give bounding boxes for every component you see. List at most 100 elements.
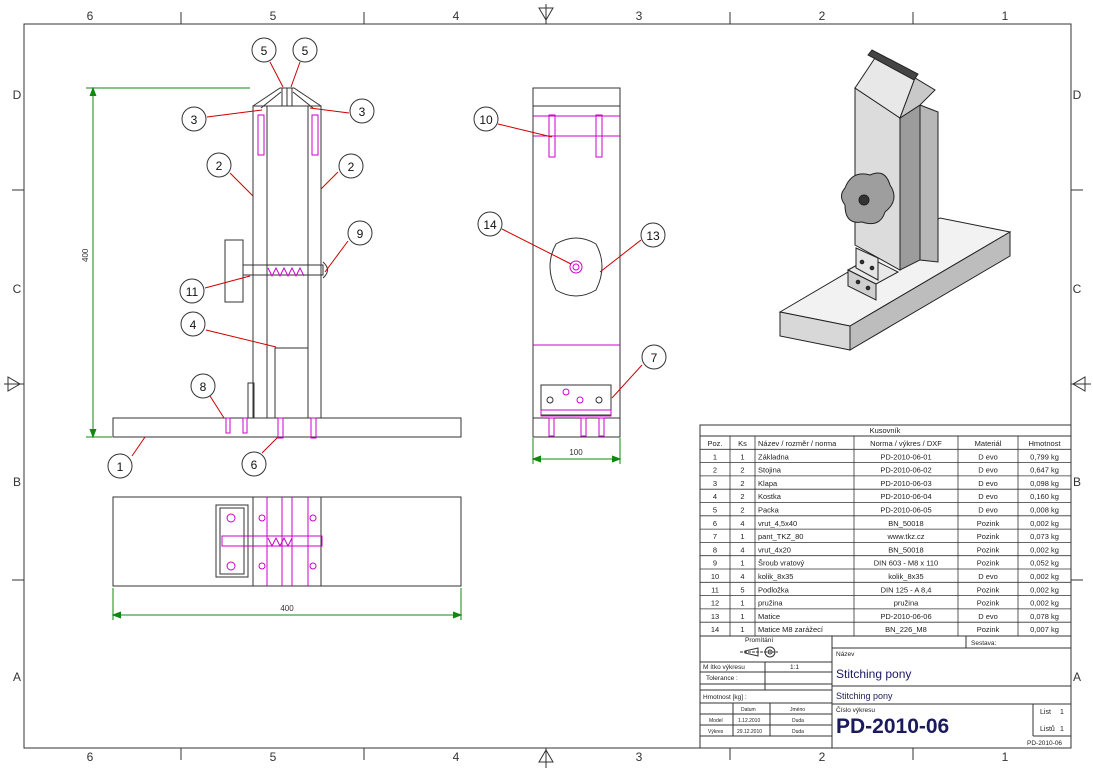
bom-cell: pant_TKZ_80 bbox=[758, 532, 803, 541]
bom-header-cell: Hmotnost bbox=[1028, 439, 1061, 448]
side-balloons: 10 14 13 7 bbox=[473, 106, 667, 370]
bom-cell: BN_226_M8 bbox=[885, 625, 927, 634]
balloon-5a: 5 bbox=[261, 44, 268, 58]
bom-cell: PD-2010-06-01 bbox=[880, 452, 931, 461]
bom-cell: 10 bbox=[711, 572, 719, 581]
bom-cell: 1 bbox=[740, 625, 744, 634]
bom-cell: 4 bbox=[740, 519, 744, 528]
bom-cell: 2 bbox=[713, 466, 717, 475]
row-label-right-A: A bbox=[1073, 670, 1081, 684]
tb-jmeno-label: Jméno bbox=[790, 707, 805, 713]
tb-model-label: Model bbox=[709, 718, 723, 724]
bom-header-cell: Poz. bbox=[707, 439, 722, 448]
tb-hmotnost-label: Hmotnost [kg] : bbox=[703, 694, 747, 701]
bom-cell: 1 bbox=[740, 532, 744, 541]
front-leaders bbox=[131, 61, 350, 457]
balloon-7: 7 bbox=[651, 351, 658, 365]
tb-sestava: Sestava: bbox=[971, 640, 996, 647]
drawing-subtitle: Stitching pony bbox=[836, 691, 893, 701]
bom-cell: 4 bbox=[713, 492, 717, 501]
top-hidden-lines bbox=[221, 497, 323, 586]
balloon-1: 1 bbox=[117, 460, 124, 474]
bom-cell: 0,002 kg bbox=[1030, 599, 1059, 608]
bom-cell: 0,007 kg bbox=[1030, 625, 1059, 634]
bom-cell: Pozink bbox=[977, 532, 1000, 541]
sheet-border bbox=[23, 23, 1072, 749]
dim-text-top-width: 400 bbox=[280, 604, 294, 613]
title-block bbox=[699, 635, 1072, 749]
side-hidden-lines bbox=[533, 114, 620, 437]
bom-headers: Poz. Ks Název / rozměr / norma Norma / výkr… bbox=[707, 439, 1061, 448]
bom-cell: PD-2010-06-02 bbox=[880, 466, 931, 475]
balloon-14: 14 bbox=[483, 218, 497, 232]
bom-cell: Matice M8 zarážecí bbox=[758, 625, 824, 634]
bom-cell: Pozink bbox=[977, 559, 1000, 568]
tb-vykres-label: Výkres bbox=[708, 729, 724, 735]
bom-cell: pružina bbox=[758, 599, 783, 608]
bom-cell: 14 bbox=[711, 625, 719, 634]
bom-cell: kolik_8x35 bbox=[888, 572, 923, 581]
frame-ticks bbox=[12, 12, 1083, 760]
row-label-left-C: C bbox=[13, 282, 22, 296]
bom-table: Kusovník Poz. Ks Název / rozměr / norma Nor… bbox=[699, 424, 1072, 637]
bom-cell: Pozink bbox=[977, 599, 1000, 608]
bom-cell: 0,078 kg bbox=[1030, 612, 1059, 621]
tb-model-date: 1.12.2010 bbox=[738, 718, 760, 724]
tb-tolerance-label: Tolerance : bbox=[706, 675, 738, 682]
col-label-top-6: 6 bbox=[87, 9, 94, 23]
title-block-text: Promítání Sestava: Název M ítko výkresu … bbox=[703, 637, 1064, 747]
bom-grid bbox=[700, 436, 1071, 636]
tb-cislo-label: Číslo výkresu bbox=[836, 705, 875, 714]
col-label-top-5: 5 bbox=[270, 9, 277, 23]
bom-header-cell: Název / rozměr / norma bbox=[758, 439, 837, 448]
bom-cell: 0,799 kg bbox=[1030, 452, 1059, 461]
row-label-left-A: A bbox=[13, 670, 21, 684]
bom-cell: 4 bbox=[740, 572, 744, 581]
col-label-bottom-3: 3 bbox=[636, 750, 643, 764]
dimension-side-width bbox=[531, 438, 622, 464]
balloon-2b: 2 bbox=[348, 160, 355, 174]
bom-cell: 3 bbox=[713, 479, 717, 488]
tb-bottom-code: PD-2010-06 bbox=[1027, 740, 1062, 747]
bom-cell: vrut_4,5x40 bbox=[758, 519, 797, 528]
bom-cell: Stojina bbox=[758, 466, 782, 475]
bom-cell: 1 bbox=[740, 612, 744, 621]
bom-cell: Packa bbox=[758, 506, 780, 515]
dimension-top-width bbox=[111, 588, 463, 620]
bom-cell: 2 bbox=[740, 479, 744, 488]
centering-marks bbox=[4, 4, 1091, 768]
col-label-bottom-6: 6 bbox=[87, 750, 94, 764]
bom-cell: 9 bbox=[713, 559, 717, 568]
bom-cell: 0,647 kg bbox=[1030, 466, 1059, 475]
bom-header-cell: Materiál bbox=[975, 439, 1002, 448]
bom-title: Kusovník bbox=[870, 426, 901, 435]
bom-cell: Matice bbox=[758, 612, 780, 621]
bom-header-cell: Ks bbox=[738, 439, 747, 448]
row-label-right-D: D bbox=[1073, 88, 1082, 102]
bom-cell: D evo bbox=[978, 612, 998, 621]
balloon-2a: 2 bbox=[216, 159, 223, 173]
bom-cell: 1 bbox=[740, 559, 744, 568]
col-label-bottom-5: 5 bbox=[270, 750, 277, 764]
tb-vykres-date: 29.12.2010 bbox=[737, 729, 762, 735]
bom-cell: Kostka bbox=[758, 492, 782, 501]
bom-cell: 0,160 kg bbox=[1030, 492, 1059, 501]
col-label-top-3: 3 bbox=[636, 9, 643, 23]
col-label-bottom-2: 2 bbox=[819, 750, 826, 764]
bom-cell: 7 bbox=[713, 532, 717, 541]
dim-text-side-width: 100 bbox=[569, 448, 583, 457]
bom-cell: 0,002 kg bbox=[1030, 585, 1059, 594]
bom-cell: 2 bbox=[740, 492, 744, 501]
front-hidden-lines bbox=[225, 114, 319, 439]
bom-header-cell: Norma / výkres / DXF bbox=[870, 439, 942, 448]
bom-cell: pružina bbox=[894, 599, 919, 608]
col-label-top-2: 2 bbox=[819, 9, 826, 23]
bom-cell: D evo bbox=[978, 452, 998, 461]
bom-cell: www.tkz.cz bbox=[886, 532, 924, 541]
balloon-3b: 3 bbox=[359, 105, 366, 119]
bom-cell: D evo bbox=[978, 506, 998, 515]
row-label-left-B: B bbox=[13, 475, 21, 489]
isometric-view bbox=[778, 49, 1012, 351]
row-label-left-D: D bbox=[13, 88, 22, 102]
